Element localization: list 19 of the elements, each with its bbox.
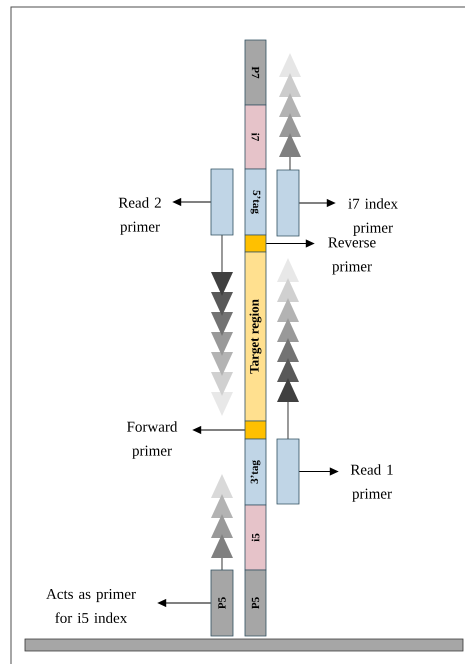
primer-label: i7 index primer: [348, 198, 398, 236]
primer-site: [244, 234, 266, 252]
dna-segment: P7: [244, 40, 266, 106]
primer-label: Read 1 primer: [350, 464, 393, 502]
dna-segment: 3’tag: [244, 438, 266, 506]
primer-box: [276, 170, 300, 236]
dna-segment: i7: [244, 104, 266, 170]
primer-box: P5: [210, 570, 234, 636]
primer-site: [244, 420, 266, 440]
primer-label: Reverse primer: [328, 238, 376, 275]
dna-segment: 5’tag: [244, 168, 266, 236]
dna-segment: i5: [244, 504, 266, 570]
primer-label: Forward primer: [127, 421, 178, 459]
primer-box: [210, 168, 234, 236]
primer-label: Read 2 primer: [118, 197, 161, 235]
primer-box: [276, 438, 300, 504]
primer-label: Acts as primer for i5 index: [46, 588, 136, 624]
dna-segment: Target region: [244, 252, 266, 422]
dna-segment: P5: [244, 570, 266, 636]
